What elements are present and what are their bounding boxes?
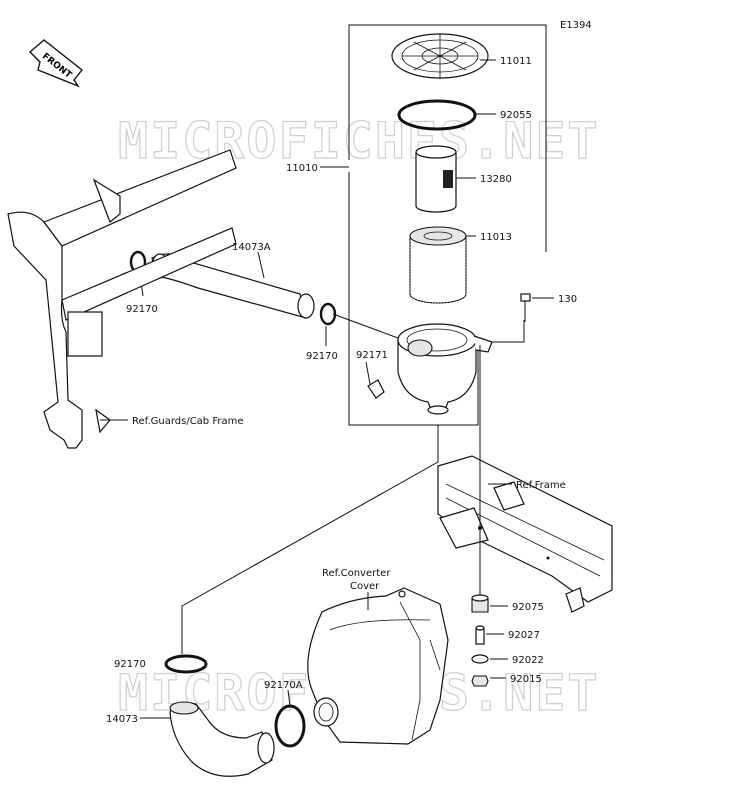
clamp-92170-c bbox=[164, 654, 208, 674]
air-cleaner-case bbox=[397, 323, 493, 415]
label-92170-b: 92170 bbox=[306, 351, 338, 362]
label-14073: 14073 bbox=[106, 714, 138, 725]
label-92055: 92055 bbox=[500, 110, 532, 121]
main-element bbox=[409, 226, 467, 304]
group-box-bottom bbox=[348, 172, 525, 426]
converter-cover bbox=[307, 587, 449, 745]
hose-14073 bbox=[169, 701, 275, 777]
leader-case-hose bbox=[332, 313, 399, 339]
clamp-92170-b bbox=[319, 302, 337, 346]
diagram-code: E1394 bbox=[560, 20, 592, 31]
label-11013: 11013 bbox=[480, 232, 512, 243]
label-92022: 92022 bbox=[512, 655, 544, 666]
leader-92170a bbox=[287, 689, 291, 707]
inner-element bbox=[415, 145, 457, 213]
ref-converter-line1: Ref.Converter bbox=[322, 568, 391, 579]
label-92170-c: 92170 bbox=[114, 659, 146, 670]
ref-frame: Ref.Frame bbox=[516, 480, 566, 491]
label-11010: 11010 bbox=[286, 163, 318, 174]
o-ring bbox=[397, 99, 477, 131]
front-arrow-icon: FRONT bbox=[28, 39, 83, 88]
leader-14073a bbox=[257, 251, 265, 279]
mount-92075 bbox=[471, 594, 489, 613]
label-92075: 92075 bbox=[512, 602, 544, 613]
collar-92027 bbox=[475, 625, 485, 645]
label-92171: 92171 bbox=[356, 350, 388, 361]
bolt-130 bbox=[520, 293, 531, 322]
label-92015: 92015 bbox=[510, 674, 542, 685]
clip-92171 bbox=[365, 361, 385, 399]
group-box-top bbox=[348, 24, 547, 252]
label-11011: 11011 bbox=[500, 56, 532, 67]
label-13280: 13280 bbox=[480, 174, 512, 185]
main-frame bbox=[437, 455, 613, 613]
label-92170-a: 92170 bbox=[126, 304, 158, 315]
washer-92022 bbox=[471, 654, 489, 664]
label-92027: 92027 bbox=[508, 630, 540, 641]
label-92170a: 92170A bbox=[264, 680, 303, 691]
nut-92015 bbox=[471, 675, 489, 687]
watermark-top: MICROFICHES.NET bbox=[118, 112, 600, 170]
leader-outlet bbox=[181, 425, 439, 654]
ref-converter-line2: Cover bbox=[350, 581, 380, 592]
ref-guards: Ref.Guards/Cab Frame bbox=[132, 416, 244, 427]
label-14073a: 14073A bbox=[232, 242, 271, 253]
air-cleaner-cover bbox=[391, 33, 489, 79]
label-130: 130 bbox=[558, 294, 577, 305]
cab-frame bbox=[7, 149, 237, 449]
